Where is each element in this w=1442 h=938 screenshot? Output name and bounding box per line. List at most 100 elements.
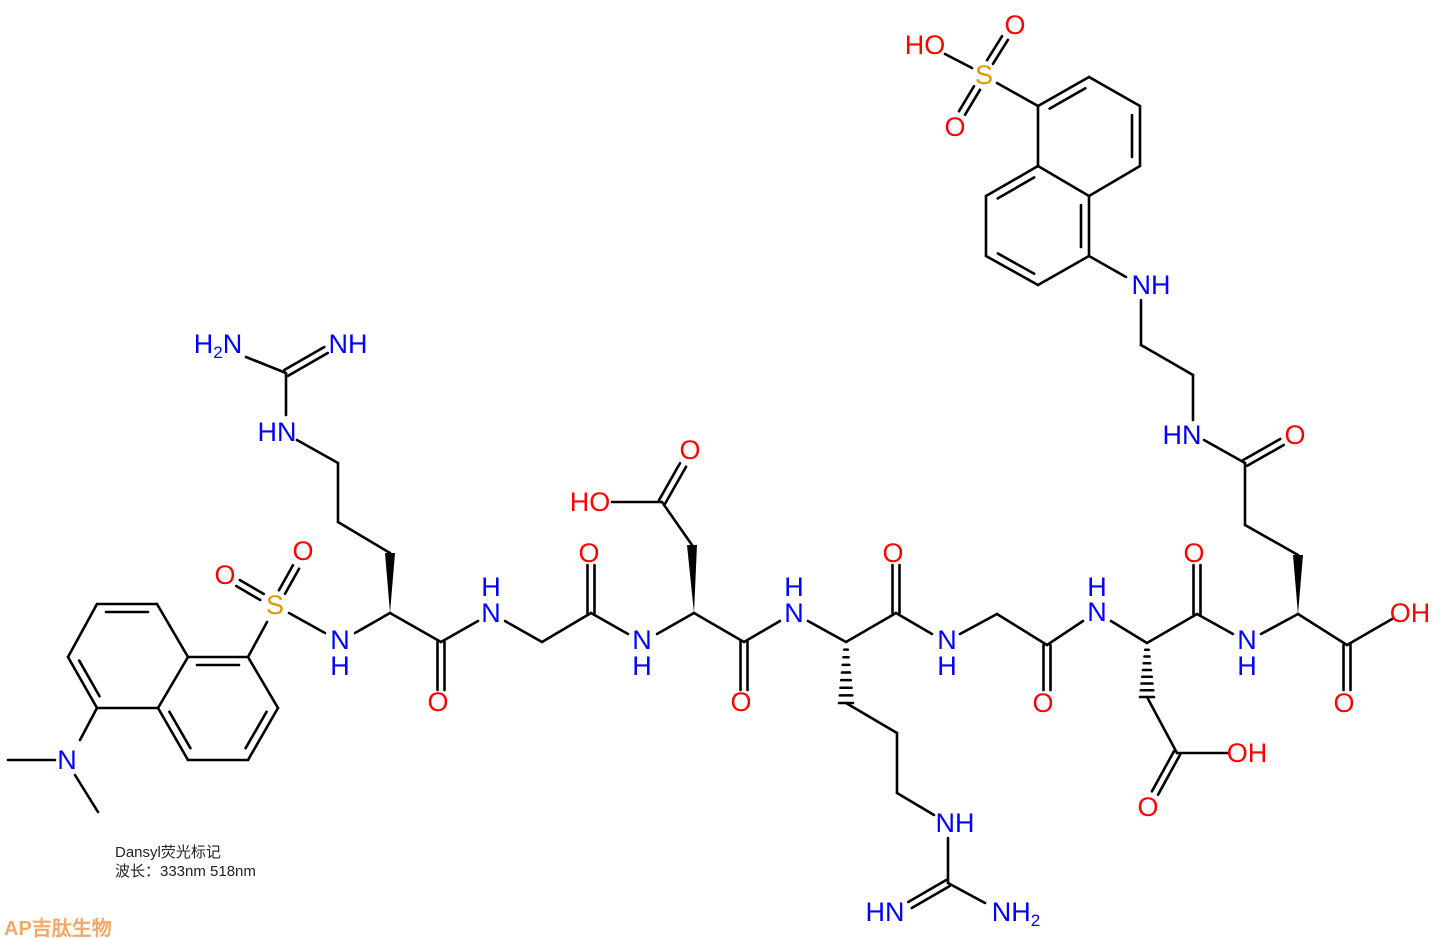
single-bond bbox=[655, 611, 696, 636]
single-bond bbox=[66, 655, 99, 710]
single-bond bbox=[984, 164, 1040, 198]
atom-n: N bbox=[57, 745, 77, 775]
single-bond bbox=[946, 881, 987, 905]
single-bond bbox=[78, 706, 99, 742]
single-bond bbox=[540, 611, 593, 644]
single-bond bbox=[692, 611, 746, 644]
atom-ho: HO bbox=[570, 487, 611, 517]
watermark-logo: AP吉肽生物 bbox=[4, 916, 112, 938]
atom-o: O bbox=[882, 538, 903, 568]
atom-hn: HN bbox=[866, 897, 905, 927]
atom-nh: NH bbox=[1132, 270, 1171, 300]
double-bond bbox=[238, 578, 266, 596]
double-bond bbox=[663, 465, 688, 506]
wedge-bond bbox=[385, 553, 395, 613]
double-bond bbox=[283, 567, 301, 596]
single-bond bbox=[958, 612, 999, 636]
fluorescent-label-note: Dansyl荧光标记 bbox=[115, 844, 221, 861]
single-bond bbox=[1345, 617, 1394, 647]
atom-n: N bbox=[632, 625, 652, 655]
double-bond bbox=[1241, 437, 1282, 462]
atom-h2n: H2N bbox=[194, 329, 242, 362]
double-bond bbox=[657, 461, 682, 502]
atom-n: N bbox=[481, 598, 501, 628]
wedge-bond bbox=[687, 544, 697, 613]
atom-ho: HO bbox=[905, 30, 946, 60]
atom-n: N bbox=[1087, 597, 1107, 627]
single-bond bbox=[1087, 254, 1128, 279]
atom-o: O bbox=[679, 435, 700, 465]
aromatic-inner-bond bbox=[168, 710, 192, 750]
single-bond bbox=[287, 611, 327, 635]
single-bond bbox=[1243, 523, 1300, 557]
double-bond bbox=[286, 351, 330, 378]
single-bond bbox=[1036, 254, 1091, 287]
single-bond bbox=[943, 52, 974, 70]
double-bond bbox=[906, 878, 948, 904]
atom-o: O bbox=[1333, 688, 1354, 718]
atom-o: O bbox=[1284, 420, 1305, 450]
single-bond bbox=[1036, 75, 1091, 108]
atom-o: O bbox=[1032, 688, 1053, 718]
aromatic-inner-bond bbox=[1048, 86, 1087, 110]
atom-o: O bbox=[292, 536, 313, 566]
single-bond bbox=[295, 438, 340, 465]
atom-o: O bbox=[944, 112, 965, 142]
single-bond bbox=[844, 701, 899, 735]
single-bond bbox=[1145, 695, 1179, 755]
single-bond bbox=[439, 619, 480, 644]
single-bond bbox=[246, 655, 280, 710]
single-bond bbox=[995, 81, 1040, 108]
single-bond bbox=[353, 611, 392, 635]
atom-o: O bbox=[578, 538, 599, 568]
atom-s: S bbox=[975, 60, 993, 90]
double-bond bbox=[277, 563, 295, 592]
atom-h: H bbox=[1237, 651, 1257, 681]
single-bond bbox=[1087, 75, 1142, 108]
single-bond bbox=[156, 655, 190, 710]
single-bond bbox=[1036, 164, 1091, 198]
single-bond bbox=[1259, 612, 1300, 636]
single-bond bbox=[1045, 619, 1085, 647]
single-bond bbox=[894, 611, 934, 636]
single-bond bbox=[660, 500, 694, 547]
wavelength-note: 波长：333nm 518nm bbox=[115, 863, 256, 880]
single-bond bbox=[742, 619, 782, 644]
atom-nh2: NH2 bbox=[992, 897, 1040, 930]
double-bond bbox=[1156, 753, 1182, 796]
atom-o: O bbox=[427, 687, 448, 717]
double-bond bbox=[1245, 443, 1286, 468]
single-bond bbox=[844, 611, 898, 644]
single-bond bbox=[995, 612, 1049, 647]
single-bond bbox=[1109, 619, 1149, 645]
atom-oh: OH bbox=[1227, 738, 1268, 768]
atom-h: H bbox=[632, 651, 652, 681]
atom-o: O bbox=[730, 687, 751, 717]
atom-o: O bbox=[1004, 10, 1025, 40]
single-bond bbox=[336, 520, 392, 555]
atom-s: S bbox=[266, 590, 284, 620]
aromatic-inner-bond bbox=[244, 710, 268, 750]
double-bond bbox=[910, 884, 952, 910]
single-bond bbox=[246, 620, 269, 659]
atom-n: N bbox=[937, 625, 957, 655]
double-bond bbox=[1150, 750, 1176, 793]
double-bond bbox=[985, 34, 1004, 62]
atom-n: N bbox=[1237, 625, 1257, 655]
single-bond bbox=[1139, 343, 1195, 377]
single-bond bbox=[895, 791, 936, 817]
single-bond bbox=[246, 706, 280, 762]
atom-o: O bbox=[214, 560, 235, 590]
wedge-bond bbox=[1293, 555, 1303, 614]
atom-h: H bbox=[330, 651, 350, 681]
double-bond bbox=[991, 38, 1010, 66]
atom-nh: NH bbox=[329, 329, 368, 359]
double-bond bbox=[963, 88, 982, 117]
single-bond bbox=[66, 602, 99, 659]
single-bond bbox=[984, 254, 1040, 287]
aromatic-inner-bond bbox=[77, 659, 101, 698]
single-bond bbox=[1296, 612, 1349, 647]
double-bond bbox=[957, 84, 976, 113]
single-bond bbox=[1195, 612, 1235, 636]
atom-h: H bbox=[937, 651, 957, 681]
